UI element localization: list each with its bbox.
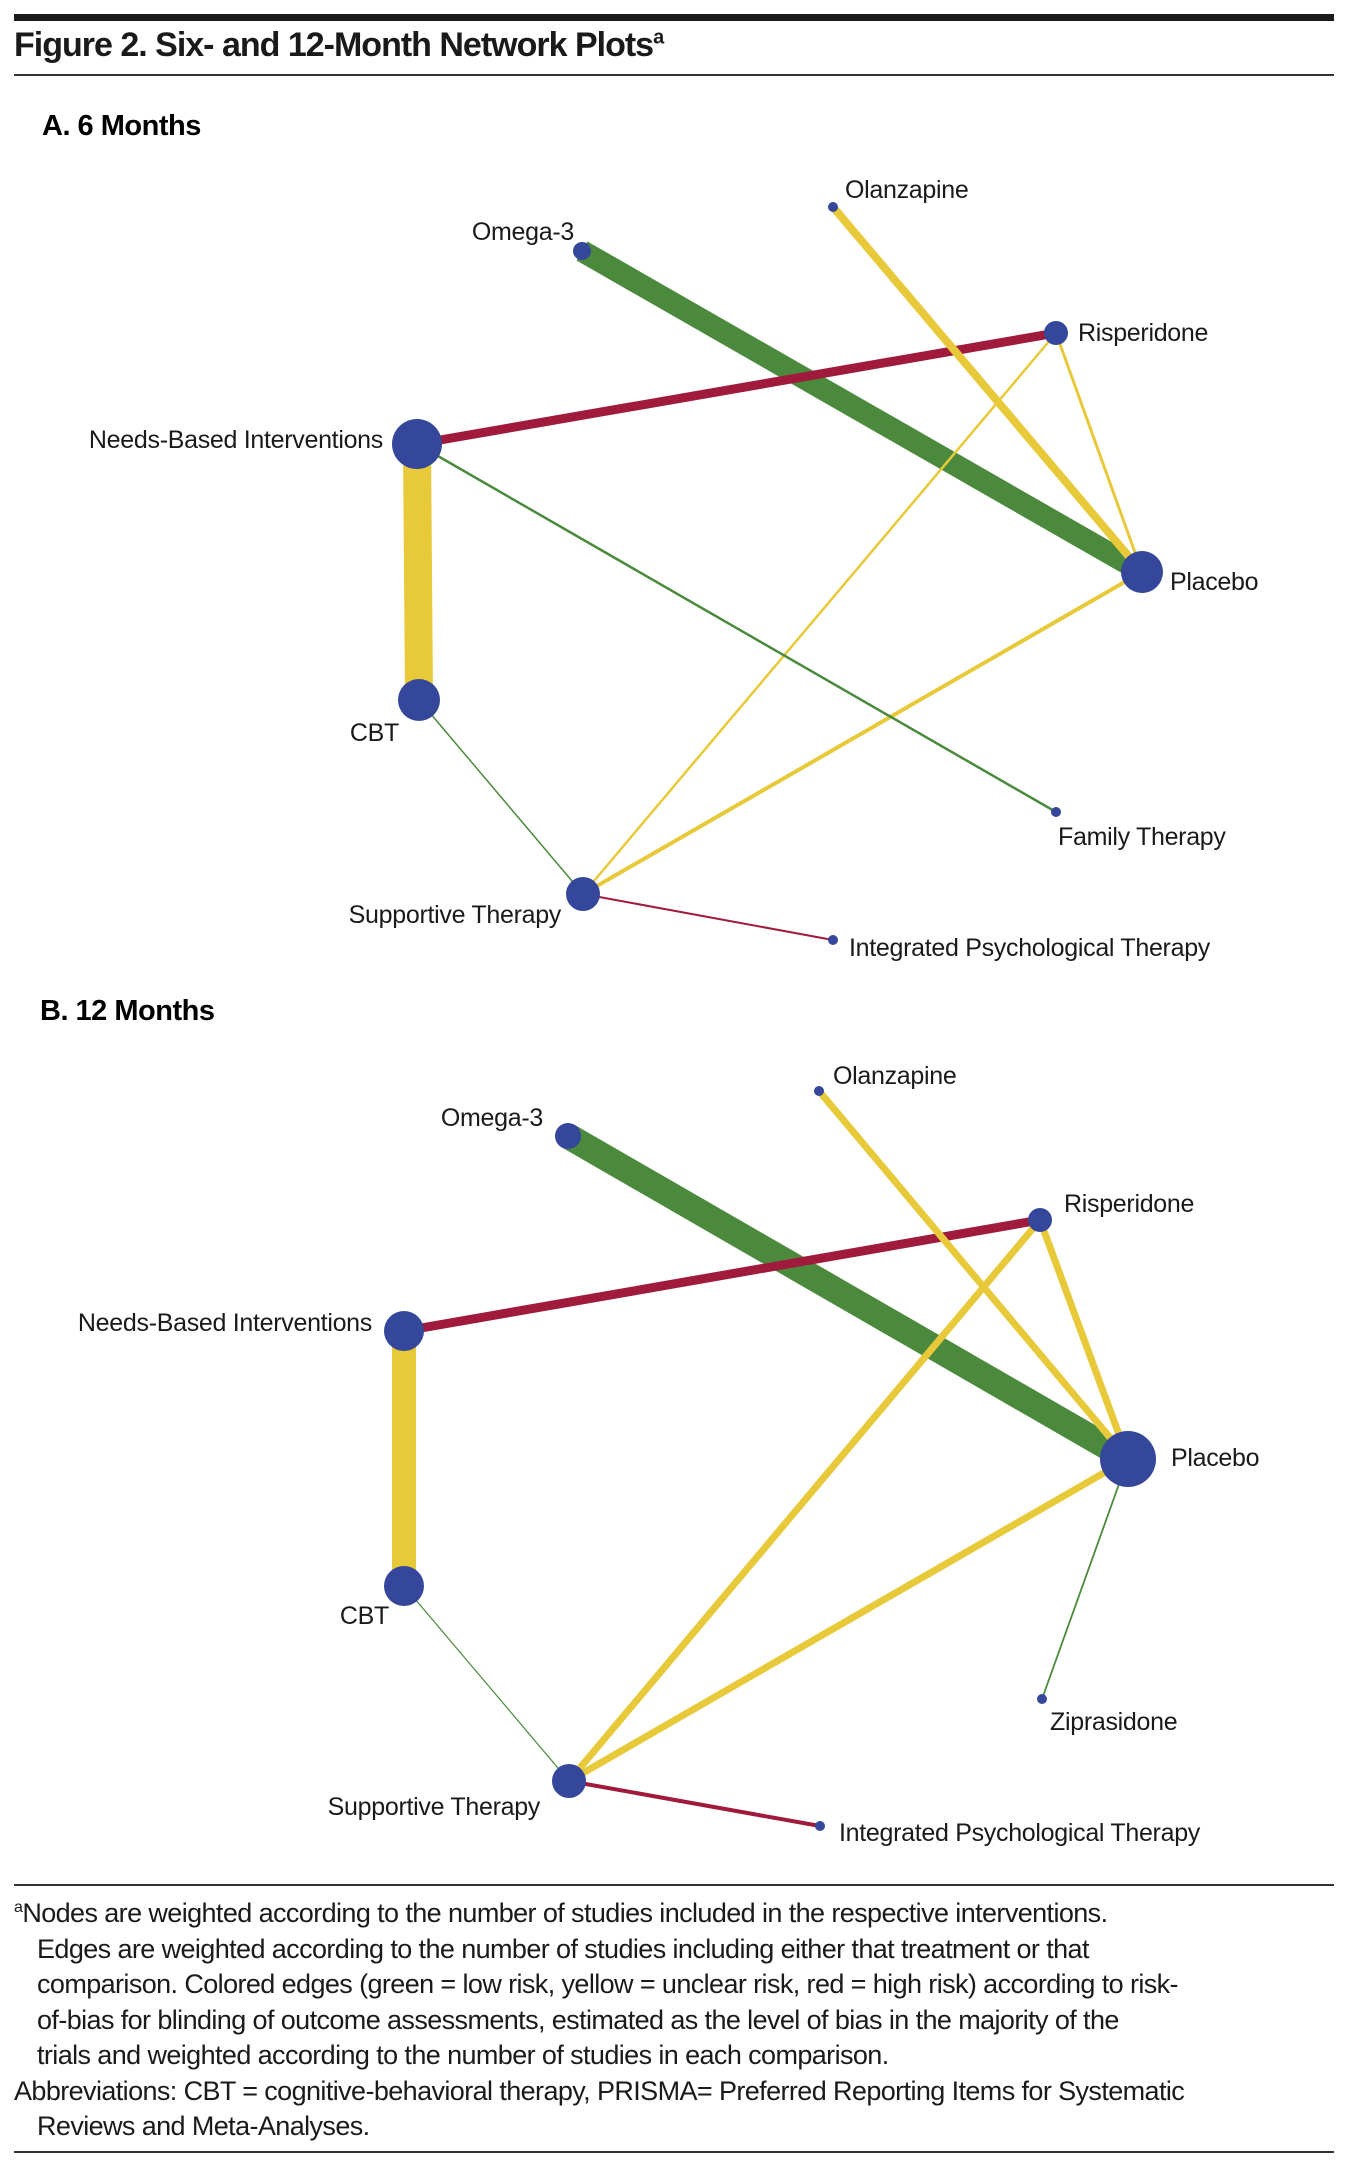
- footnote-line: Edges are weighted according to the numb…: [37, 1933, 1089, 1964]
- node-cbt: [398, 679, 440, 721]
- node-label-omega-3: Omega-3: [472, 218, 574, 246]
- panel-a-network: OlanzapineOmega-3RisperidoneNeeds-Based …: [89, 176, 1259, 962]
- node-supportive-therapy: [566, 877, 600, 911]
- node-label-family-therapy: Family Therapy: [1058, 823, 1226, 851]
- edge-supportive-therapy-integrated-psychological-therapy: [582, 893, 834, 941]
- footnote-text: Nodes are weighted according to the numb…: [22, 1898, 1108, 1928]
- edge-placebo-supportive-therapy: [582, 570, 1143, 896]
- edge-needs-based-interventions-risperidone: [403, 1215, 1041, 1336]
- abbreviations-line: Reviews and Meta-Analyses.: [37, 2111, 370, 2141]
- edge-omega-3-placebo: [576, 241, 1148, 582]
- edge-needs-based-interventions-risperidone: [416, 328, 1057, 449]
- top-rule: [14, 14, 1334, 21]
- node-label-placebo: Placebo: [1171, 1444, 1259, 1472]
- node-ziprasidone: [1037, 1694, 1047, 1704]
- figure-title: Figure 2. Six- and 12-Month Network Plot…: [14, 26, 664, 65]
- node-label-ziprasidone: Ziprasidone: [1050, 1708, 1177, 1736]
- node-omega-3: [573, 242, 591, 260]
- edge-placebo-ziprasidone: [1041, 1458, 1129, 1700]
- node-label-olanzapine: Olanzapine: [833, 1062, 956, 1090]
- node-label-needs-based-interventions: Needs-Based Interventions: [78, 1309, 372, 1337]
- node-label-risperidone: Risperidone: [1064, 1190, 1194, 1218]
- abbreviations-line: Abbreviations: CBT = cognitive-behaviora…: [14, 2075, 1185, 2106]
- footnote-rule: [14, 1884, 1334, 1886]
- edge-supportive-therapy-integrated-psychological-therapy: [568, 1779, 821, 1828]
- node-label-needs-based-interventions: Needs-Based Interventions: [89, 426, 383, 454]
- node-olanzapine: [814, 1086, 824, 1096]
- node-label-cbt: CBT: [340, 1602, 389, 1630]
- node-label-placebo: Placebo: [1170, 568, 1258, 596]
- edge-risperidone-placebo: [1036, 1218, 1132, 1461]
- node-label-risperidone: Risperidone: [1078, 319, 1208, 347]
- node-omega-3: [555, 1123, 581, 1149]
- node-risperidone: [1028, 1208, 1052, 1232]
- node-placebo: [1121, 551, 1163, 593]
- edge-needs-based-interventions-cbt: [403, 443, 433, 701]
- node-placebo: [1100, 1431, 1156, 1487]
- figure-title-text: Figure 2. Six- and 12-Month Network Plot…: [14, 26, 654, 64]
- node-integrated-psychological-therapy: [828, 935, 838, 945]
- edge-olanzapine-placebo: [829, 204, 1146, 575]
- node-supportive-therapy: [552, 1764, 586, 1798]
- footnote-line: aNodes are weighted according to the num…: [14, 1890, 1334, 1932]
- node-needs-based-interventions: [392, 419, 442, 469]
- title-rule: [14, 74, 1334, 76]
- panel-a-heading: A. 6 Months: [42, 110, 201, 142]
- node-label-omega-3: Omega-3: [441, 1104, 543, 1132]
- figure-title-footnote-marker: a: [653, 26, 664, 49]
- edge-risperidone-supportive-therapy: [566, 1217, 1043, 1784]
- node-family-therapy: [1051, 807, 1061, 817]
- footnote: aNodes are weighted according to the num…: [14, 1890, 1334, 2145]
- node-olanzapine: [828, 202, 838, 212]
- footnote-line: trials and weighted according to the num…: [37, 2040, 889, 2070]
- edge-risperidone-placebo: [1054, 332, 1144, 573]
- node-label-supportive-therapy: Supportive Therapy: [328, 1793, 541, 1821]
- node-label-integrated-psychological-therapy: Integrated Psychological Therapy: [839, 1819, 1201, 1847]
- footnote-marker: a: [14, 1899, 23, 1916]
- edge-omega-3-placebo: [561, 1124, 1135, 1471]
- panel-b-heading: B. 12 Months: [40, 995, 214, 1027]
- edge-cbt-supportive-therapy: [403, 1585, 570, 1782]
- footnote-line: comparison. Colored edges (green = low r…: [37, 1969, 1179, 1999]
- node-risperidone: [1044, 321, 1068, 345]
- node-label-cbt: CBT: [350, 719, 399, 747]
- node-label-olanzapine: Olanzapine: [845, 176, 968, 204]
- bottom-rule: [14, 2151, 1334, 2153]
- edge-olanzapine-placebo: [816, 1088, 1131, 1462]
- edge-needs-based-interventions-family-therapy: [416, 442, 1057, 814]
- node-integrated-psychological-therapy: [815, 1821, 825, 1831]
- node-needs-based-interventions: [384, 1311, 424, 1351]
- edge-risperidone-supportive-therapy: [582, 332, 1057, 895]
- node-cbt: [384, 1566, 424, 1606]
- node-label-integrated-psychological-therapy: Integrated Psychological Therapy: [849, 934, 1211, 962]
- node-label-supportive-therapy: Supportive Therapy: [349, 901, 562, 929]
- edge-cbt-supportive-therapy: [418, 699, 584, 895]
- edge-placebo-supportive-therapy: [567, 1455, 1130, 1785]
- panel-b-network: OlanzapineOmega-3RisperidoneNeeds-Based …: [78, 1062, 1260, 1847]
- footnote-line: of-bias for blinding of outcome assessme…: [37, 2004, 1119, 2035]
